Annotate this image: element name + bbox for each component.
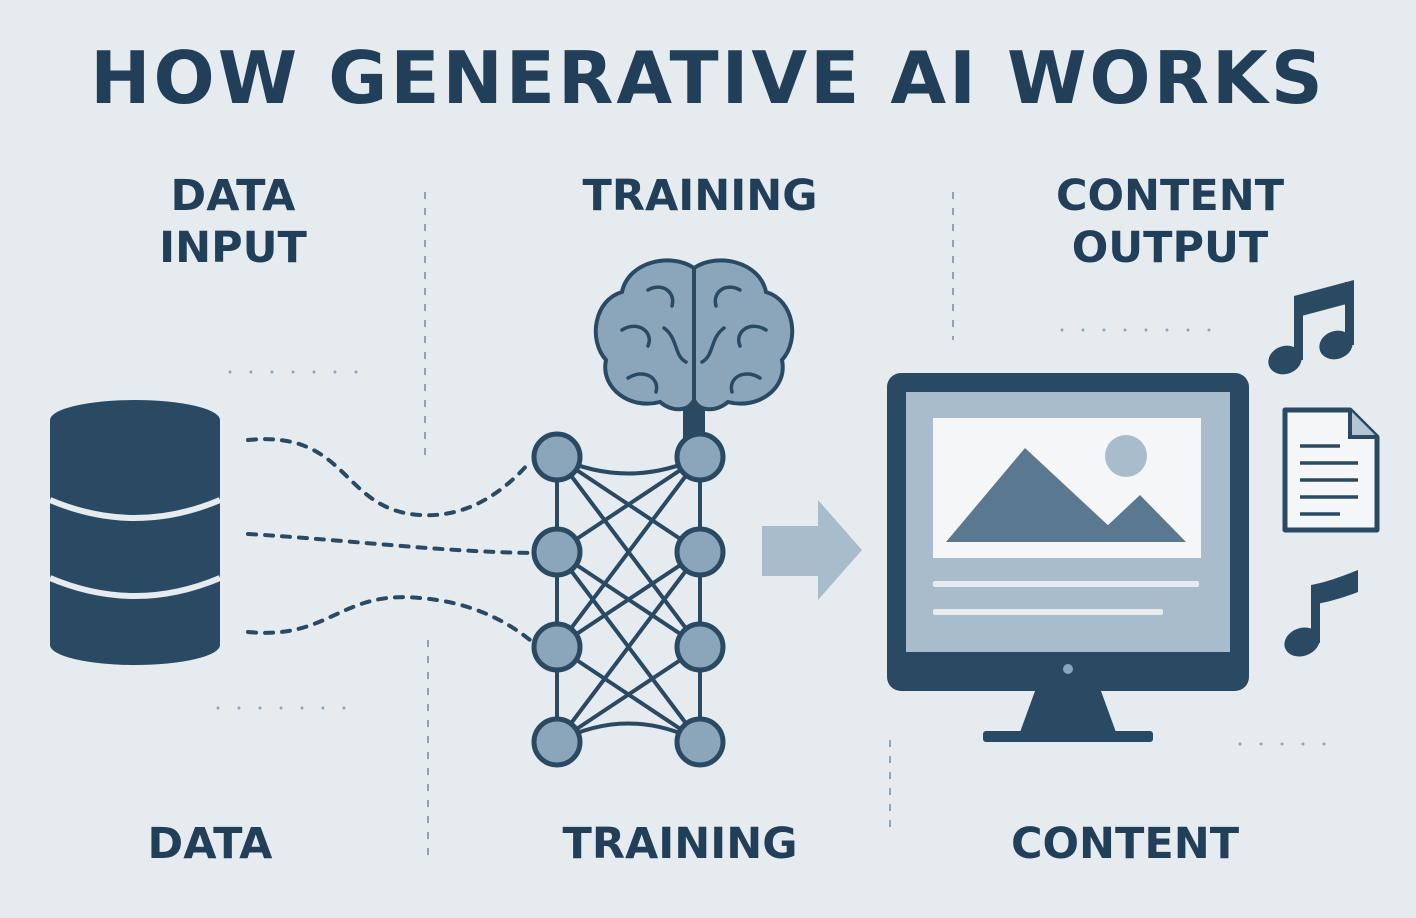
data-input-heading-line-2: INPUT <box>159 223 307 273</box>
content-output-heading-line-1: CONTENT <box>1055 171 1285 221</box>
image-icon <box>933 418 1201 558</box>
network-node <box>531 621 583 673</box>
text-line <box>933 581 1199 587</box>
training-heading-line-1: TRAINING <box>582 171 818 221</box>
data-input-heading-line-1: DATA <box>170 171 296 221</box>
flow-line-middle <box>246 532 537 555</box>
training-heading: TRAINING <box>540 170 860 222</box>
neural-network-icon <box>531 431 726 768</box>
database-icon <box>48 400 222 665</box>
text-line <box>933 609 1163 615</box>
content-output-heading-line-2: OUTPUT <box>1071 223 1269 273</box>
network-node <box>531 431 583 483</box>
monitor-icon <box>887 373 1249 742</box>
network-node <box>674 621 726 673</box>
arrow-right-icon <box>762 500 862 600</box>
brain-icon <box>593 258 795 445</box>
training-footer-label: TRAINING <box>562 819 798 869</box>
flow-line-bottom <box>246 595 532 642</box>
flow-line-top <box>246 437 532 518</box>
data-footer-label: DATA <box>147 819 273 869</box>
content-output-heading: CONTENT OUTPUT <box>1020 170 1320 274</box>
content-footer-label: CONTENT <box>1010 819 1240 869</box>
data-flow-lines <box>246 437 537 642</box>
network-node <box>674 526 726 578</box>
document-icon <box>1282 407 1380 533</box>
decorative-dots <box>216 328 1344 746</box>
column-dividers <box>424 192 954 858</box>
music-note-icon <box>1284 570 1358 657</box>
music-note-icon <box>1268 280 1354 375</box>
network-node <box>531 526 583 578</box>
network-node <box>674 431 726 483</box>
diagram-title: HOW GENERATIVE AI WORKS <box>90 36 1326 120</box>
network-node <box>674 716 726 768</box>
data-input-heading: DATA INPUT <box>118 170 348 274</box>
network-node <box>531 716 583 768</box>
network-nodes <box>531 431 726 768</box>
network-edges <box>555 455 702 744</box>
